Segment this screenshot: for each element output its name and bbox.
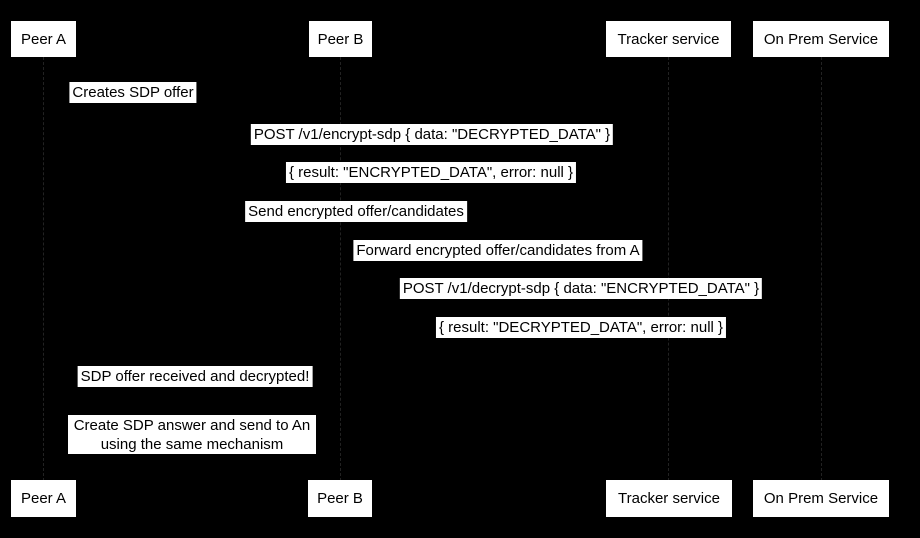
lifeline-peer-b xyxy=(340,57,341,481)
lifeline-on-prem-service xyxy=(821,57,822,481)
note-create-sdp-answer: Create SDP answer and send to An using t… xyxy=(68,415,316,454)
actor-bottom-peer-b: Peer B xyxy=(308,480,372,517)
actor-label: On Prem Service xyxy=(763,490,879,507)
actor-label: Peer B xyxy=(317,30,364,48)
note-line-2: using the same mechanism xyxy=(100,436,284,453)
actor-label: Peer B xyxy=(317,490,363,507)
message-result-encrypted-data: { result: "ENCRYPTED_DATA", error: null … xyxy=(285,162,577,183)
actor-top-peer-b: Peer B xyxy=(309,21,372,57)
message-post-decrypt-sdp: POST /v1/decrypt-sdp { data: "ENCRYPTED_… xyxy=(399,278,763,299)
note-line-1: Create SDP answer and send to An xyxy=(73,417,311,434)
actor-label: Peer A xyxy=(20,490,67,507)
lifeline-tracker-service xyxy=(668,57,669,481)
message-post-encrypt-sdp: POST /v1/encrypt-sdp { data: "DECRYPTED_… xyxy=(250,124,614,145)
actor-bottom-on-prem-service: On Prem Service xyxy=(753,480,889,517)
message-forward-encrypted-offer: Forward encrypted offer/candidates from … xyxy=(353,240,643,261)
actor-bottom-tracker-service: Tracker service xyxy=(606,480,732,517)
message-sdp-offer-received: SDP offer received and decrypted! xyxy=(77,366,313,387)
message-send-encrypted-offer: Send encrypted offer/candidates xyxy=(245,201,467,222)
actor-label: Peer A xyxy=(20,30,67,48)
lifeline-peer-a xyxy=(43,57,44,481)
actor-label: On Prem Service xyxy=(763,30,879,48)
actor-label: Tracker service xyxy=(618,490,720,507)
message-creates-sdp-offer: Creates SDP offer xyxy=(69,82,197,103)
actor-top-on-prem-service: On Prem Service xyxy=(753,21,889,57)
actor-label: Tracker service xyxy=(617,30,720,48)
actor-top-peer-a: Peer A xyxy=(11,21,76,57)
actor-top-tracker-service: Tracker service xyxy=(606,21,731,57)
message-result-decrypted-data: { result: "DECRYPTED_DATA", error: null … xyxy=(435,317,727,338)
actor-bottom-peer-a: Peer A xyxy=(11,480,76,517)
